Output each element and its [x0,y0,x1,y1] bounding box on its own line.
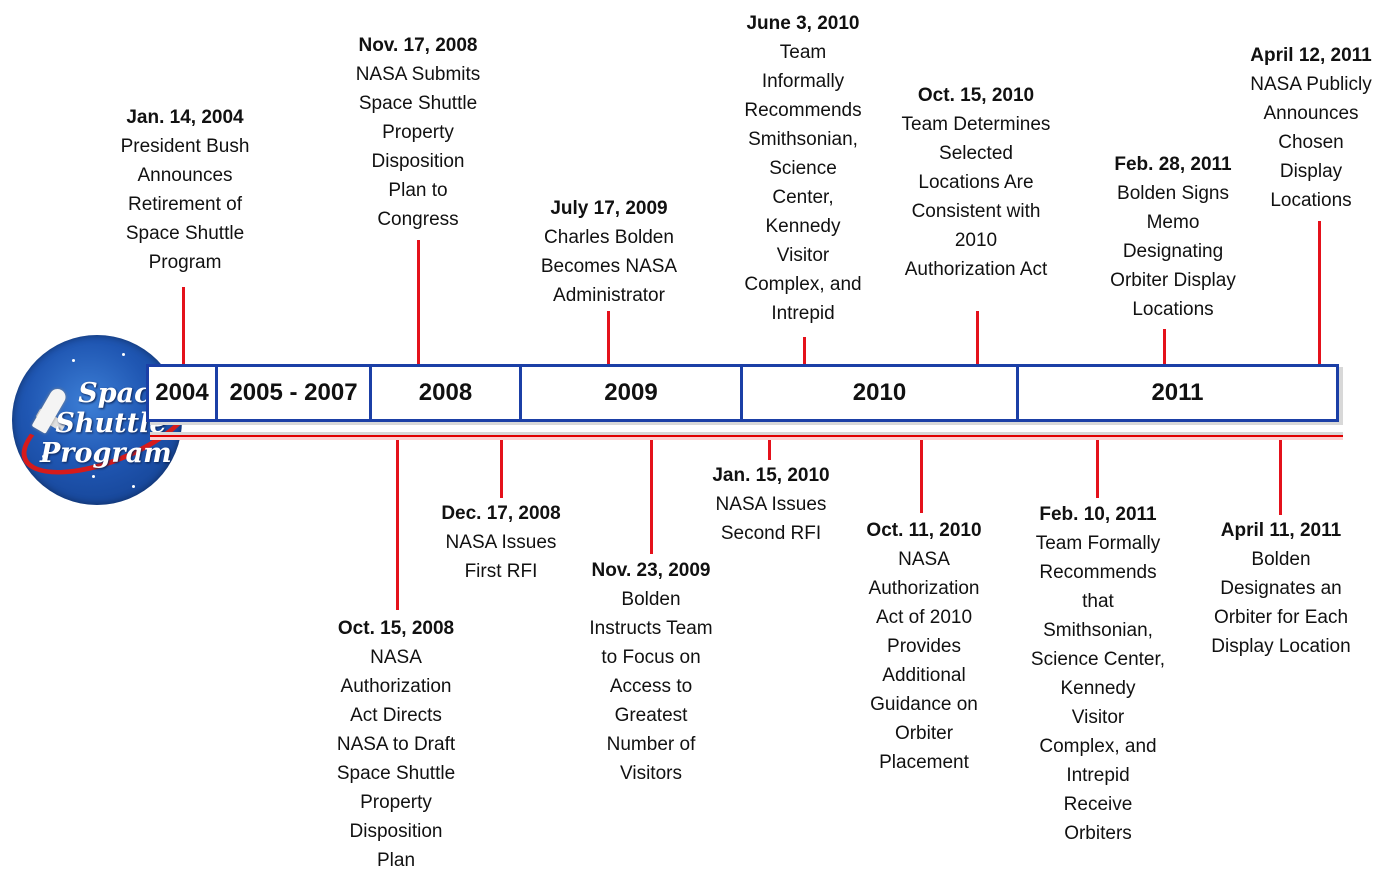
event-description: NASA Issues Second RFI [715,494,827,544]
event-date: Nov. 17, 2008 [358,35,478,56]
connector-line [768,440,771,460]
event-nov-17-2008: Nov. 17, 2008 NASA Submits Space Shuttle… [333,31,503,234]
star-icon [42,455,45,458]
connector-line [417,240,420,364]
star-icon [92,475,95,478]
event-description: NASA Authorization Act Directs NASA to D… [336,647,456,871]
connector-line [1279,440,1282,515]
event-jan-15-2010: Jan. 15, 2010 NASA Issues Second RFI [686,461,856,548]
star-icon [72,359,75,362]
star-icon [132,485,135,488]
event-date: Feb. 28, 2011 [1114,154,1232,175]
event-oct-15-2008: Oct. 15, 2008 NASA Authorization Act Dir… [311,614,481,875]
event-description: Bolden Signs Memo Designating Orbiter Di… [1110,183,1236,320]
segment-2004: 2004 [146,364,218,422]
connector-line [803,337,806,364]
event-dec-17-2008: Dec. 17, 2008 NASA Issues First RFI [416,499,586,586]
event-description: Team Formally Recommends that Smithsonia… [1030,533,1166,844]
logo-text-program: Program [40,438,172,469]
connector-line [500,440,503,498]
segment-2009: 2009 [519,364,743,422]
segment-2010: 2010 [740,364,1019,422]
connector-line [1096,440,1099,498]
event-date: Oct. 15, 2008 [337,618,455,639]
event-description: NASA Submits Space Shuttle Property Disp… [355,64,481,230]
event-july-17-2009: July 17, 2009 Charles Bolden Becomes NAS… [524,194,694,310]
event-april-12-2011: April 12, 2011 NASA Publicly Announces C… [1235,41,1387,215]
segment-2011: 2011 [1016,364,1339,422]
connector-line [607,311,610,364]
event-date: April 12, 2011 [1250,45,1372,66]
segment-2005-2007: 2005 - 2007 [215,364,372,422]
connector-line [650,440,653,554]
connector-line [396,440,399,610]
event-date: Oct. 15, 2010 [917,85,1035,106]
event-nov-23-2009: Nov. 23, 2009 Bolden Instructs Team to F… [566,556,736,788]
event-jan-14-2004: Jan. 14, 2004 President Bush Announces R… [100,103,270,277]
connector-line [182,287,185,364]
event-description: NASA Issues First RFI [445,532,557,582]
event-oct-15-2010: Oct. 15, 2010 Team Determines Selected L… [876,81,1076,284]
connector-line [1163,329,1166,364]
event-description: Team Determines Selected Locations Are C… [901,114,1051,280]
event-date: Dec. 17, 2008 [441,503,561,524]
event-feb-28-2011: Feb. 28, 2011 Bolden Signs Memo Designat… [1088,150,1258,324]
event-date: Oct. 11, 2010 [866,520,982,541]
segment-2008: 2008 [369,364,522,422]
event-oct-11-2010: Oct. 11, 2010 NASA Authorization Act of … [839,516,1009,777]
event-date: July 17, 2009 [550,198,668,219]
event-april-11-2011: April 11, 2011 Bolden Designates an Orbi… [1190,516,1372,661]
event-description: Bolden Instructs Team to Focus on Access… [589,589,713,784]
event-description: Team Informally Recommends Smithsonian, … [744,42,862,324]
timeline-underline [150,432,1343,440]
star-icon [122,353,125,356]
event-june-3-2010: June 3, 2010 Team Informally Recommends … [718,9,888,328]
event-description: Charles Bolden Becomes NASA Administrato… [540,227,678,306]
timeline-bar: 2004 2005 - 2007 2008 2009 2010 2011 [146,364,1339,422]
event-date: Jan. 15, 2010 [712,465,830,486]
connector-line [976,311,979,364]
event-date: Jan. 14, 2004 [126,107,244,128]
event-date: Nov. 23, 2009 [591,560,711,581]
event-feb-10-2011: Feb. 10, 2011 Team Formally Recommends t… [1010,500,1186,848]
event-description: NASA Publicly Announces Chosen Display L… [1250,74,1372,211]
event-description: Bolden Designates an Orbiter for Each Di… [1211,549,1351,657]
connector-line [1318,221,1321,364]
event-date: Feb. 10, 2011 [1039,504,1157,525]
event-date: June 3, 2010 [746,13,860,34]
connector-line [920,440,923,513]
event-description: NASA Authorization Act of 2010 Provides … [868,549,980,773]
event-date: April 11, 2011 [1220,520,1342,541]
event-description: President Bush Announces Retirement of S… [120,136,250,273]
